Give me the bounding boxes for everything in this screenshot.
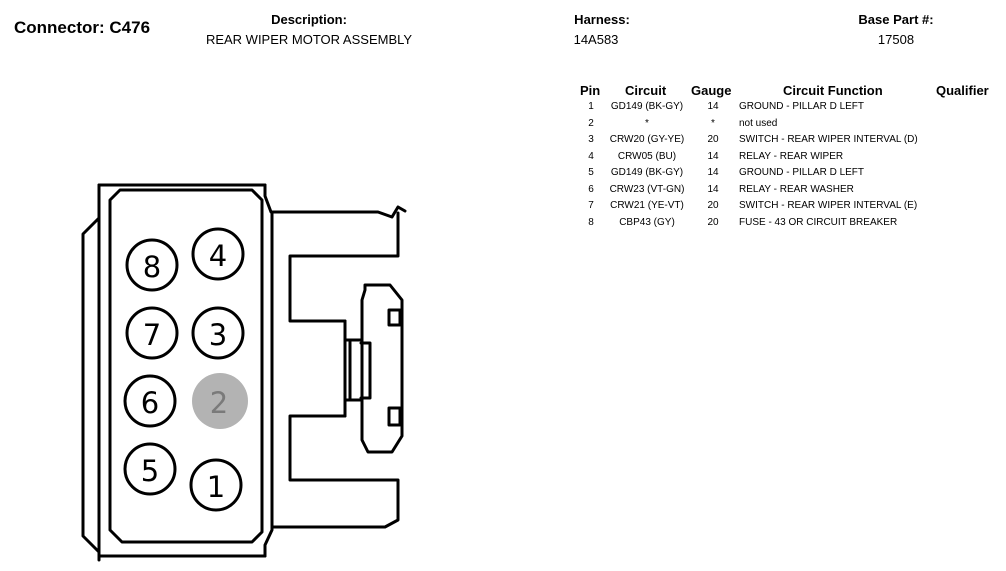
- pin-1-label: 1: [207, 470, 225, 504]
- cell-gauge: 14: [707, 183, 719, 195]
- cell-gauge: 14: [707, 101, 719, 112]
- cell-function: FUSE - 43 OR CIRCUIT BREAKER: [739, 216, 898, 228]
- harness-label: Harness:: [574, 12, 630, 27]
- header-qualifier: Qualifier: [936, 83, 989, 98]
- pin-8: 8: [125, 238, 179, 292]
- cell-function: RELAY - REAR WIPER: [739, 150, 844, 162]
- pin-6: 6: [123, 374, 177, 428]
- connector-label: Connector:: [14, 18, 105, 37]
- cell-gauge: 20: [707, 216, 719, 228]
- pin-5-circle: [123, 442, 177, 496]
- pin-4: 4: [191, 227, 245, 281]
- pin-2: 2: [192, 373, 248, 429]
- cell-pin: 7: [588, 200, 594, 211]
- cell-function: SWITCH - REAR WIPER INTERVAL (E): [739, 200, 918, 211]
- cell-gauge: 20: [707, 200, 719, 211]
- base-part-value: 17508: [877, 32, 915, 47]
- base-part-label: Base Part #:: [858, 12, 934, 27]
- pin-7-label: 7: [143, 318, 161, 352]
- pin-4-circle: [191, 227, 245, 281]
- cell-circuit: CRW23 (VT-GN): [609, 183, 685, 195]
- cell-function: not used: [739, 117, 778, 129]
- header-circuit: Circuit: [625, 83, 667, 98]
- pin-6-circle: [123, 374, 177, 428]
- description-value: REAR WIPER MOTOR ASSEMBLY: [205, 32, 413, 47]
- table-row: 4 CRW05 (BU) 14 RELAY - REAR WIPER: [574, 151, 1004, 167]
- table-row: 3 CRW20 (GY-YE) 20 SWITCH - REAR WIPER I…: [574, 134, 1004, 150]
- cell-pin: 1: [588, 101, 594, 112]
- cell-function: SWITCH - REAR WIPER INTERVAL (D): [739, 134, 918, 145]
- table-row: 6 CRW23 (VT-GN) 14 RELAY - REAR WASHER: [574, 184, 1004, 200]
- cell-pin: 5: [588, 167, 594, 178]
- cell-circuit: CBP43 (GY): [619, 216, 675, 228]
- cell-pin: 4: [588, 150, 594, 162]
- cell-gauge: 14: [707, 150, 719, 162]
- pin-7-circle: [125, 306, 179, 360]
- cell-circuit: CRW20 (GY-YE): [609, 134, 685, 145]
- pin-4-label: 4: [209, 239, 227, 273]
- pin-8-circle: [125, 238, 179, 292]
- header-pin: Pin: [580, 83, 601, 98]
- header-function: Circuit Function: [783, 83, 883, 98]
- cell-pin: 6: [588, 183, 594, 195]
- pin-5-label: 5: [141, 454, 159, 488]
- table-row: 2 * * not used: [574, 118, 1004, 134]
- table-row: 1 GD149 (BK-GY) 14 GROUND - PILLAR D LEF…: [574, 101, 1004, 117]
- cell-function: RELAY - REAR WASHER: [739, 183, 854, 195]
- pin-3-circle: [191, 306, 245, 360]
- pin-8-label: 8: [143, 250, 161, 284]
- harness-value: 14A583: [573, 32, 619, 47]
- connector-housing: [81, 183, 407, 562]
- header-gauge: Gauge: [691, 83, 732, 98]
- cell-function: GROUND - PILLAR D LEFT: [739, 101, 865, 112]
- pin-5: 5: [123, 442, 177, 496]
- table-row: 8 CBP43 (GY) 20 FUSE - 43 OR CIRCUIT BRE…: [574, 217, 1004, 233]
- connector-id: C476: [109, 18, 151, 37]
- connector-title: Connector: C476: [14, 18, 150, 38]
- cell-gauge: *: [711, 117, 715, 129]
- table-row: 7 CRW21 (YE-VT) 20 SWITCH - REAR WIPER I…: [574, 200, 1004, 216]
- cell-circuit: *: [645, 117, 649, 129]
- pin-3: 3: [191, 306, 245, 360]
- pin-6-label: 6: [141, 386, 159, 420]
- pin-1-circle: [189, 458, 243, 512]
- pin-cavities: 8 4 7 3 6 2 5 1: [123, 227, 248, 512]
- pin-2-circle-unused: [192, 373, 248, 429]
- table-row: 5 GD149 (BK-GY) 14 GROUND - PILLAR D LEF…: [574, 167, 1004, 183]
- pin-7: 7: [125, 306, 179, 360]
- description-label: Description:: [271, 12, 347, 27]
- cell-circuit: GD149 (BK-GY): [610, 167, 684, 178]
- cell-function: GROUND - PILLAR D LEFT: [739, 167, 865, 178]
- cell-pin: 8: [588, 216, 594, 228]
- cell-circuit: CRW05 (BU): [617, 150, 677, 162]
- pin-1: 1: [189, 458, 243, 512]
- pin-3-label: 3: [209, 318, 227, 352]
- cell-pin: 3: [588, 134, 594, 145]
- cell-circuit: GD149 (BK-GY): [610, 101, 684, 112]
- cell-pin: 2: [588, 117, 594, 129]
- cell-gauge: 14: [707, 167, 719, 178]
- pin-2-label: 2: [210, 386, 228, 420]
- cell-circuit: CRW21 (YE-VT): [610, 200, 684, 211]
- cell-gauge: 20: [707, 134, 719, 145]
